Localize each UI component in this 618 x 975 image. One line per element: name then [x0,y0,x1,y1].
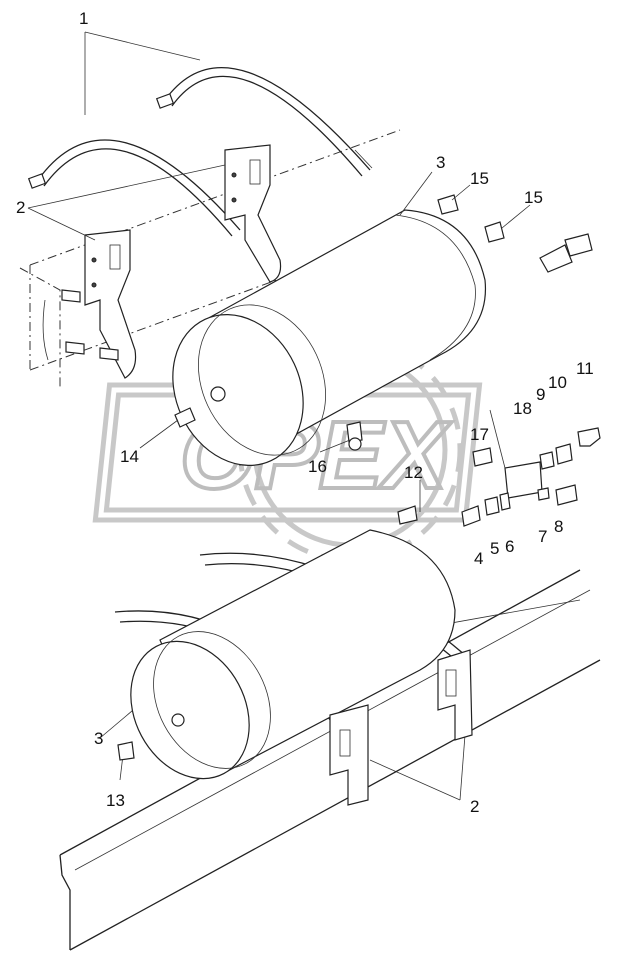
upper-bracket-right [224,144,282,283]
fitting-13 [117,741,135,761]
callout-7: 7 [538,527,547,546]
callout-6: 6 [505,537,514,556]
callout-14: 14 [120,447,139,466]
upper-strap-right [155,66,373,177]
upper-bracket-left [84,229,137,379]
callout-4: 4 [474,549,483,568]
drain-fittings [174,407,363,451]
lower-air-tank [130,529,456,780]
callout-3-lower: 3 [94,729,103,748]
callout-2-lower: 2 [470,797,479,816]
upper-tank-fittings [437,194,593,273]
callout-9: 9 [536,385,545,404]
valve-assembly [397,409,601,527]
callout-15-right: 15 [524,188,543,207]
callout-18: 18 [513,399,532,418]
callout-15-left: 15 [470,169,489,188]
callout-12: 12 [404,463,423,482]
callout-11: 11 [576,359,594,378]
upper-air-tank [172,209,487,466]
callout-16: 16 [308,457,327,476]
callout-8: 8 [554,517,563,536]
callout-3-upper: 3 [436,153,445,172]
lower-brackets [329,649,473,806]
upper-rail-bolts [61,289,119,361]
callout-13: 13 [106,791,125,810]
callout-17: 17 [470,425,489,444]
callout-2-upper: 2 [16,198,25,217]
leader-lines [27,31,531,801]
callout-5: 5 [490,539,499,558]
upper-strap-left [27,139,241,237]
callout-10: 10 [548,373,567,392]
callout-1: 1 [79,9,88,28]
callout-labels: 1 2 3 15 15 18 9 10 11 17 14 16 12 4 5 6… [16,9,594,816]
